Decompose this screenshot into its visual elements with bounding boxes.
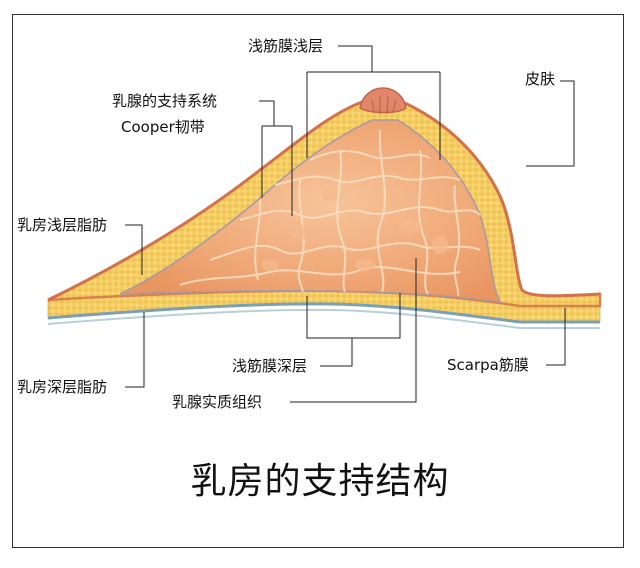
label-support-system: 乳腺的支持系统 [112, 92, 218, 110]
diagram-frame [12, 14, 624, 548]
skin-outline [47, 98, 601, 302]
label-superficial-fat: 乳房浅层脂肪 [17, 216, 108, 234]
diagram-title: 乳房的支持结构 [190, 461, 450, 502]
leader-lines [125, 45, 575, 403]
parenchyma-cells [261, 188, 448, 271]
label-superficial-fascia-superficial-layer: 浅筋膜浅层 [248, 37, 324, 55]
label-cooper-ligament: Cooper韧带 [121, 118, 205, 136]
scarpa-fascia-line [47, 302, 600, 324]
label-scarpa-fascia: Scarpa筋膜 [447, 356, 529, 374]
label-deep-fat: 乳房深层脂肪 [17, 378, 108, 396]
parenchyma-network [179, 129, 481, 297]
label-parenchyma: 乳腺实质组织 [172, 393, 263, 411]
label-superficial-fascia-deep-layer: 浅筋膜深层 [232, 357, 308, 375]
nipple [359, 87, 407, 114]
gland-body [119, 119, 502, 303]
label-skin: 皮肤 [525, 70, 556, 88]
